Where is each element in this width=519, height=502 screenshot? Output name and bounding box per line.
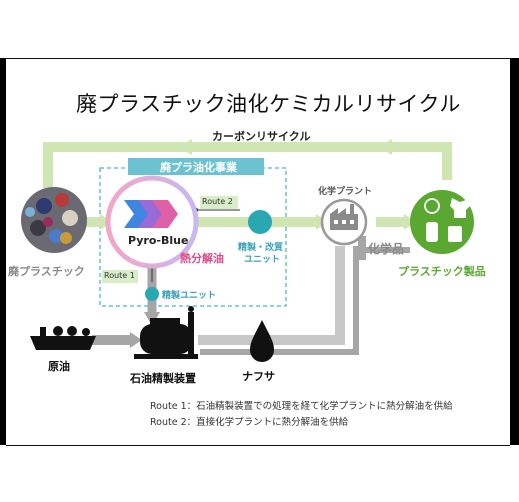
drop-icon (250, 320, 274, 362)
refining-reforming-unit-label-2: ユニット (244, 255, 281, 265)
ship-icon (30, 326, 96, 350)
route2-tag-bg (200, 196, 238, 209)
pyro-blue-label: Pyro-Blue (128, 234, 189, 247)
plastic-products-label: プラスチック製品 (398, 265, 486, 278)
page-title: 廃プラスチック油化ケミカルリサイクル (76, 92, 461, 116)
refining-unit-dot (145, 287, 159, 301)
route1-note: Route 1：石油精製装置での処理を経て化学プラントに熱分解油を供給 (150, 401, 453, 412)
refinery-icon (134, 306, 198, 359)
pyro-blue-logo (105, 175, 199, 269)
factory-icon (320, 198, 368, 246)
carbon-recycle-label: カーボンリサイクル (212, 130, 311, 143)
crude-oil-label: 原油 (48, 360, 70, 373)
slide (6, 58, 510, 446)
business-box-label: 廃プラ油化事業 (160, 161, 237, 174)
waste-plastic-label: 廃プラスチック (8, 265, 85, 278)
route1-tag-bg (102, 270, 138, 283)
carbon-recycle-loop (43, 139, 452, 188)
business-box-header (128, 158, 264, 175)
mixed-plastic-waste-photo (21, 187, 87, 253)
slide-border-right (510, 58, 519, 445)
refining-reforming-unit-label-1: 精製・改質 (238, 243, 284, 253)
plastic-products-icon (410, 190, 474, 254)
refining-reforming-unit-dot (248, 210, 272, 234)
slide-border-left (0, 58, 6, 445)
route2-note: Route 2：直接化学プラントに熱分解油を供給 (150, 417, 349, 428)
route1-tag: Route 1 (104, 271, 135, 280)
chemical-plant-label: 化学プラント (318, 187, 373, 197)
pyrolysis-oil-label: 熱分解油 (180, 252, 224, 265)
naphtha-label: ナフサ (242, 370, 275, 383)
refinery-label: 石油精製装置 (130, 372, 196, 385)
refining-unit-label: 精製ユニット (162, 291, 217, 301)
chemicals-label: 化学品 (368, 242, 405, 256)
route2-tag: Route 2 (202, 197, 233, 206)
